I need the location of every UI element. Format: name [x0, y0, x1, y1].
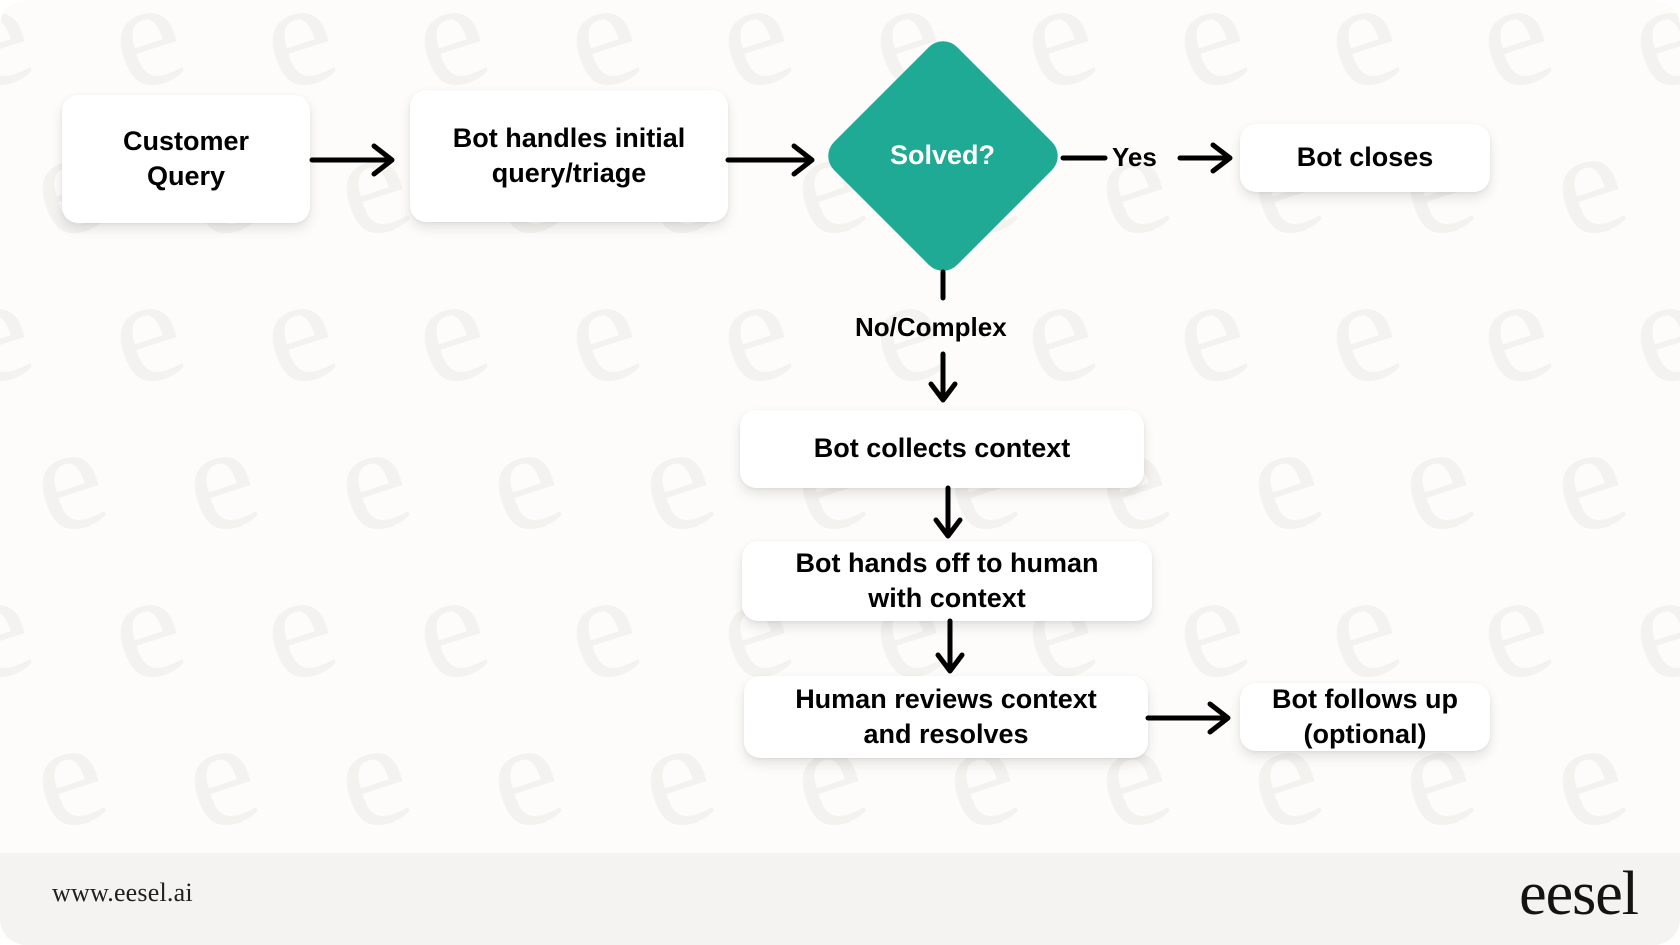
watermark-glyph: e [465, 685, 581, 853]
edge-bot-collects-to-bot-hands-off [930, 485, 966, 544]
watermark-glyph: e [313, 389, 429, 569]
watermark-glyph: e [313, 685, 429, 853]
watermark-glyph: e [161, 685, 277, 853]
watermark-glyph: e [1303, 241, 1419, 421]
watermark-glyph: e [0, 537, 51, 717]
node-bot-follows-up-label: Bot follows up (optional) [1272, 683, 1458, 749]
watermark-glyph: e [0, 0, 51, 125]
watermark-glyph: e [695, 241, 811, 421]
watermark-glyph: e [87, 241, 203, 421]
watermark-glyph: e [1607, 241, 1680, 421]
edge-customer-query-to-bot-triage [309, 140, 412, 180]
node-bot-closes[interactable]: Bot closes [1240, 124, 1490, 192]
watermark-glyph: e [161, 389, 277, 569]
node-bot-collects-context-label: Bot collects context [813, 433, 1071, 464]
node-bot-collects-context[interactable]: Bot collects context [740, 410, 1144, 488]
footer-website-url[interactable]: www.eesel.ai [52, 878, 193, 907]
watermark-glyph: e [617, 389, 733, 569]
watermark-glyph: e [848, 834, 963, 853]
watermark-glyph: e [0, 834, 51, 853]
node-bot-hands-off-label: Bot hands off to human with context [795, 547, 1099, 613]
watermark-glyph: e [1456, 834, 1571, 853]
watermark-glyph: e [0, 241, 51, 421]
node-bot-follows-up[interactable]: Bot follows up (optional) [1240, 683, 1490, 751]
watermark-glyph: e [1151, 0, 1267, 125]
watermark-glyph: e [543, 537, 659, 717]
watermark-glyph: e [391, 241, 507, 421]
watermark-glyph: e [1455, 241, 1571, 421]
watermark-glyph: e [239, 537, 355, 717]
watermark-glyph: e [1303, 0, 1419, 125]
edge-solved-decision-to-bot-closes-stub [1060, 140, 1113, 176]
eesel-logo: eesel [1519, 860, 1639, 928]
watermark-glyph: e [9, 685, 125, 853]
watermark-glyph: e [1607, 537, 1680, 717]
edge-human-reviews-to-bot-follows-up [1145, 698, 1248, 738]
node-bot-triage[interactable]: Bot handles initial query/triage [410, 90, 728, 222]
watermark-glyph: e [1607, 0, 1680, 125]
watermark-glyph: e [617, 685, 733, 853]
node-human-reviews-label: Human reviews context and resolves [795, 683, 1097, 749]
watermark-glyph: e [1608, 834, 1680, 853]
watermark-glyph: e [465, 389, 581, 569]
watermark-glyph: e [239, 241, 355, 421]
watermark-glyph: e [544, 834, 659, 853]
watermark-glyph: e [1304, 834, 1419, 853]
watermark-glyph: e [1152, 834, 1267, 853]
watermark-glyph: e [1529, 389, 1645, 569]
watermark-glyph: e [1225, 389, 1341, 569]
watermark-glyph: e [1377, 389, 1493, 569]
watermark-glyph: e [1455, 0, 1571, 125]
edge-bot-hands-off-to-human-reviews [932, 618, 968, 679]
watermark-glyph: e [1151, 241, 1267, 421]
watermark-glyph: e [1529, 685, 1645, 853]
watermark-glyph: e [87, 537, 203, 717]
edge-label-no-complex: No/Complex [855, 312, 1007, 342]
edge-label-yes: Yes [1112, 142, 1157, 172]
watermark-glyph: e [392, 834, 507, 853]
node-customer-query[interactable]: Customer Query [62, 95, 310, 223]
watermark-glyph: e [1529, 93, 1645, 273]
footer-bar: www.eesel.ai eesel [0, 853, 1680, 945]
node-bot-triage-label: Bot handles initial query/triage [452, 122, 686, 188]
watermark-glyph: e [1073, 93, 1189, 273]
watermark-glyph: e [696, 834, 811, 853]
watermark-glyph: e [1000, 834, 1115, 853]
node-bot-hands-off[interactable]: Bot hands off to human with context [742, 541, 1152, 621]
node-customer-query-label: Customer Query [122, 125, 250, 191]
watermark-glyph: e [240, 834, 355, 853]
watermark-glyph: e [543, 241, 659, 421]
edge-no-complex-arrow-to-bot-collects [925, 351, 961, 410]
watermark-glyph: e [9, 389, 125, 569]
watermark-glyph: e [391, 537, 507, 717]
node-bot-closes-label: Bot closes [1296, 142, 1434, 173]
watermark-glyph: e [88, 834, 203, 853]
node-solved-decision-label: Solved? [889, 140, 996, 170]
node-solved-decision[interactable]: Solved? [819, 32, 1066, 279]
node-human-reviews[interactable]: Human reviews context and resolves [744, 676, 1148, 758]
